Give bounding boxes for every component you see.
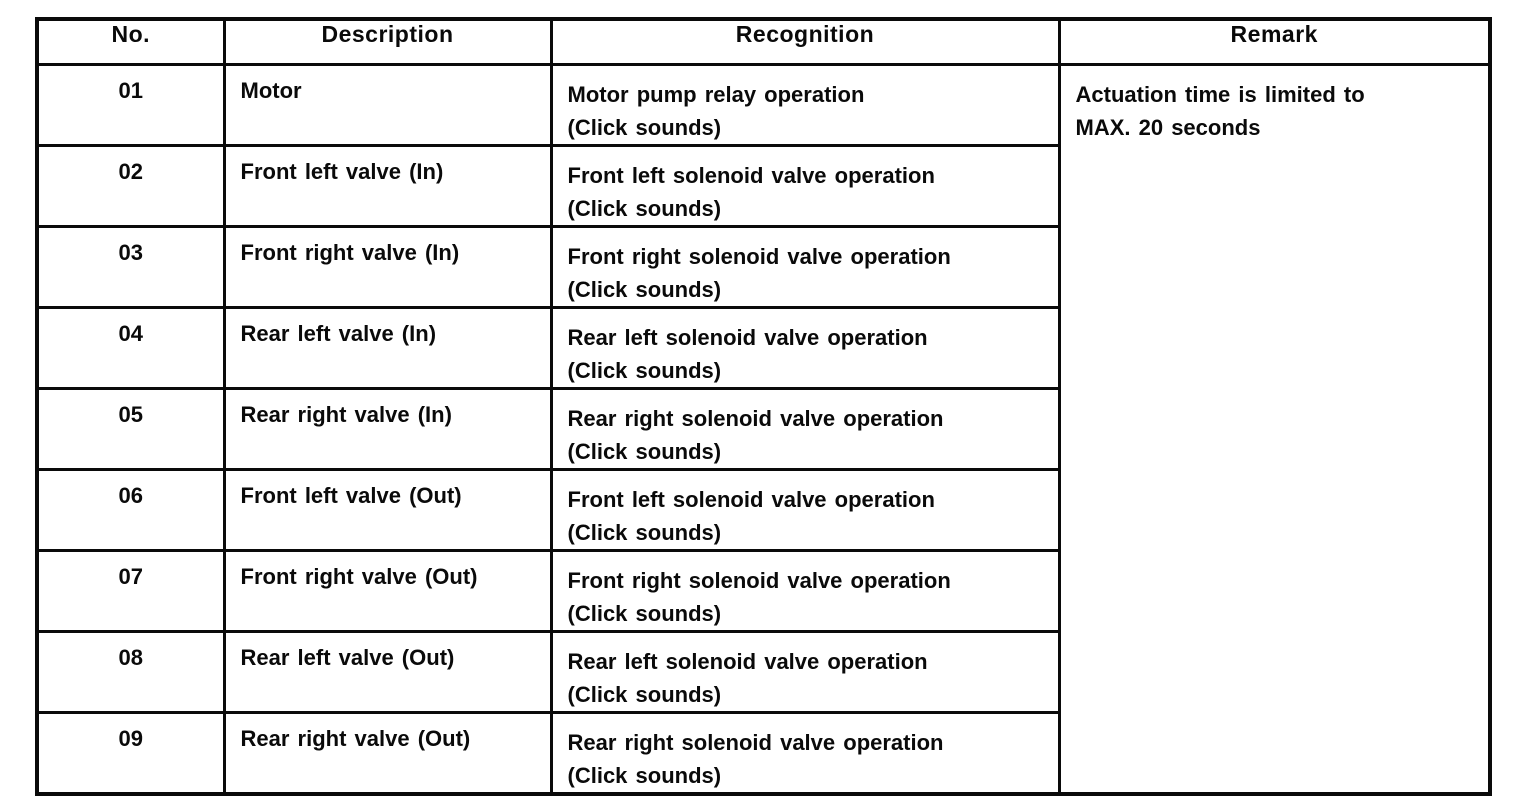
recognition-line-2: (Click sounds) (567, 600, 722, 626)
recognition-line-1: Rear left solenoid valve operation (567, 648, 928, 674)
cell-no: 05 (35, 386, 226, 471)
recognition-line-2: (Click sounds) (567, 276, 722, 302)
column-header-no: No. (35, 17, 226, 66)
table-row: 02 Front left valve (In) Front left sole… (35, 143, 1490, 228)
recognition-line-2: (Click sounds) (567, 114, 722, 140)
recognition-line-1: Front left solenoid valve operation (567, 162, 935, 188)
table-row: 03 Front right valve (In) Front right so… (35, 224, 1490, 309)
recognition-line-1: Rear right solenoid valve operation (567, 729, 944, 755)
cell-no: 06 (35, 467, 226, 552)
recognition-line-1: Motor pump relay operation (567, 81, 865, 107)
cell-no: 04 (35, 305, 226, 390)
column-header-recognition: Recognition (549, 17, 1061, 66)
cell-no: 09 (35, 710, 226, 795)
recognition-line-1: Rear right solenoid valve operation (567, 405, 944, 431)
recognition-line-2: (Click sounds) (567, 195, 722, 221)
cell-description: Rear left valve (In) (222, 305, 553, 390)
cell-description: Front right valve (Out) (222, 548, 553, 633)
cell-no: 02 (35, 143, 226, 228)
recognition-line-2: (Click sounds) (567, 438, 722, 464)
recognition-line-2: (Click sounds) (567, 681, 722, 707)
column-header-remark: Remark (1057, 17, 1492, 66)
table-row: 04 Rear left valve (In) Rear left soleno… (35, 305, 1490, 390)
cell-recognition: Front left solenoid valve operation (Cli… (549, 143, 1061, 228)
remark-line-2: MAX. 20 seconds (1075, 114, 1261, 140)
actuation-test-table: No. Description Recognition Remark 01 Mo… (35, 17, 1492, 796)
cell-no: 03 (35, 224, 226, 309)
cell-description: Motor (222, 62, 553, 147)
table-row: 05 Rear right valve (In) Rear right sole… (35, 386, 1490, 471)
table-row: 01 Motor Motor pump relay operation (Cli… (35, 62, 1492, 795)
table-row: 06 Front left valve (Out) Front left sol… (35, 467, 1490, 552)
cell-no: 07 (35, 548, 226, 633)
cell-no: 08 (35, 629, 226, 714)
cell-no: 01 (35, 62, 226, 147)
recognition-line-2: (Click sounds) (567, 357, 722, 383)
column-header-description: Description (222, 17, 553, 66)
cell-recognition: Front right solenoid valve operation (Cl… (549, 548, 1061, 633)
recognition-line-2: (Click sounds) (567, 762, 722, 788)
cell-recognition: Rear left solenoid valve operation (Clic… (549, 629, 1061, 714)
table-header-row: No. Description Recognition Remark (35, 17, 1492, 66)
recognition-line-1: Front left solenoid valve operation (567, 486, 935, 512)
cell-recognition: Rear right solenoid valve operation (Cli… (549, 710, 1061, 795)
recognition-line-2: (Click sounds) (567, 519, 722, 545)
cell-recognition: Front right solenoid valve operation (Cl… (549, 224, 1061, 309)
remark-line-1: Actuation time is limited to (1075, 81, 1365, 107)
cell-description: Front right valve (In) (222, 224, 553, 309)
cell-remark: Actuation time is limited to MAX. 20 sec… (1057, 62, 1492, 795)
cell-recognition: Rear left solenoid valve operation (Clic… (549, 305, 1061, 390)
recognition-line-1: Front right solenoid valve operation (567, 567, 951, 593)
cell-recognition: Front left solenoid valve operation (Cli… (549, 467, 1061, 552)
recognition-line-1: Front right solenoid valve operation (567, 243, 951, 269)
recognition-line-1: Rear left solenoid valve operation (567, 324, 928, 350)
cell-description: Front left valve (Out) (222, 467, 553, 552)
cell-description: Rear left valve (Out) (222, 629, 553, 714)
cell-recognition: Motor pump relay operation (Click sounds… (549, 62, 1061, 147)
table-row: 08 Rear left valve (Out) Rear left solen… (35, 629, 1490, 714)
cell-description: Rear right valve (In) (222, 386, 553, 471)
cell-recognition: Rear right solenoid valve operation (Cli… (549, 386, 1061, 471)
cell-description: Front left valve (In) (222, 143, 553, 228)
cell-description: Rear right valve (Out) (222, 710, 553, 795)
table-row: 09 Rear right valve (Out) Rear right sol… (35, 710, 1490, 795)
table-row: 07 Front right valve (Out) Front right s… (35, 548, 1490, 633)
